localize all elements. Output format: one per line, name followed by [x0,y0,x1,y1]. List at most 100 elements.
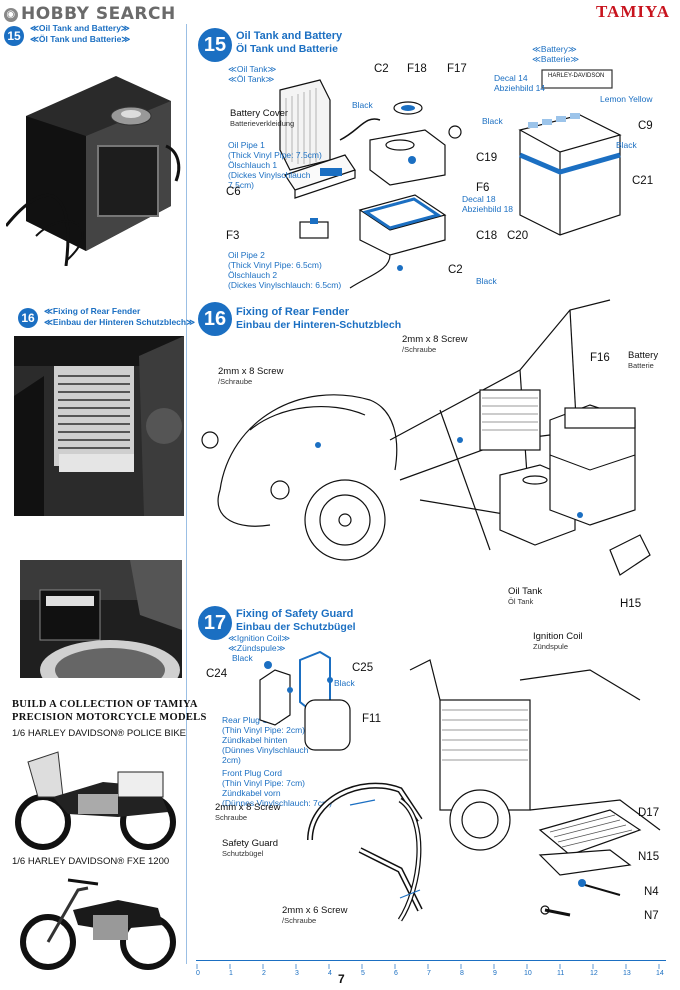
part-d17: D17 [638,807,660,819]
battery-cover-de: Batterieverkleidung [230,119,295,128]
step16-screw-a: 2mm x 8 Screw /Schraube [402,334,467,354]
step16-oil-tank-de: Öl Tank [508,597,534,606]
part-c20: C20 [507,230,529,242]
safety-guard-label: Safety Guard Schutzbügel [222,838,278,858]
step-15-badge: 15 [198,28,232,62]
guard-en: Safety Guard [222,838,278,849]
part-c2-bottom: C2 [448,264,463,276]
decal-18-label: Decal 18 Abziehbild 18 [462,194,513,214]
rear-fender-photo [14,336,184,516]
black-label-2: Black [482,116,503,126]
ruler-10: 10 [524,970,532,977]
battery-decal-text: HARLEY-DAVIDSON [548,73,605,79]
watermark-text: HOBBY SEARCH [21,4,176,24]
step16-screw-a-en: 2mm x 8 Screw [402,334,468,345]
step-17-diagram [259,650,661,922]
part-c18: C18 [476,230,498,242]
step17-screw6-label: 2mm x 6 Screw /Schraube [282,905,347,925]
ruler-7: 7 [427,970,431,977]
step-15-subtitle: Öl Tank und Batterie [236,43,338,55]
watermark: ◉HOBBY SEARCH [4,4,176,24]
ruler-ticks [196,956,666,969]
oil-pipe-2-line-2: (Thick Vinyl Pipe: 6.5cm) [228,260,322,270]
side-step-15-title: ≪Oil Tank and Battery≫ ≪Öl Tank und Batt… [30,23,130,45]
step16-battery-en: Battery [628,350,659,361]
ruler-11: 11 [557,970,565,977]
side-step-16-badge: 16 [18,308,38,328]
decal-14-de: Abziehbild 14 [494,83,546,93]
oil-pipe-1-de-2: (Dickes Vinylschlauch [228,170,311,180]
screw6-de: /Schraube [282,916,317,925]
front-cord-de-2: (Dünnes Vinylschlauch: 7cm) [222,798,332,808]
front-cord-2: (Thin Vinyl Pipe: 7cm) [222,778,305,788]
part-f6: F6 [476,182,490,194]
battery-de: ≪Batterie≫ [532,54,580,64]
step-16-subtitle: Einbau der Hinteren-Schutzblech [236,319,402,331]
column-divider [186,24,187,964]
battery-heading: ≪Battery≫ ≪Batterie≫ [532,44,579,64]
oil-pipe-1-label: Oil Pipe 1 (Thick Vinyl Pipe: 7.5cm) Öls… [228,140,322,190]
front-cord-de-1: Zündkabel vorn [222,788,281,798]
side-16-de: ≪Einbau der Hinteren Schutzblech≫ [44,317,195,327]
front-plug-cord-label: Front Plug Cord (Thin Vinyl Pipe: 7cm) Z… [222,768,332,808]
decal-18-de: Abziehbild 18 [462,204,514,214]
oil-pipe-2-label: Oil Pipe 2 (Thick Vinyl Pipe: 6.5cm) Öls… [228,250,341,290]
page-number: 7 [338,972,345,986]
part-c24: C24 [206,668,228,680]
part-n15: N15 [638,851,660,863]
step-15-diagram [279,69,622,289]
ruler-13: 13 [623,970,631,977]
step16-screw-b: 2mm x 8 Screw /Schraube [218,366,283,386]
oil-pipe-1-line-1: Oil Pipe 1 [228,140,265,150]
step16-battery-label: Battery Batterie [628,350,658,370]
part-c25: C25 [352,662,374,674]
screw6-en: 2mm x 6 Screw [282,905,348,916]
step-17-subtitle: Einbau der Schutzbügel [236,621,356,633]
collection-line-2: PRECISION MOTORCYCLE MODELS [12,712,207,723]
model-fxe-label: 1/6 HARLEY DAVIDSON® FXE 1200 [12,856,170,867]
ign-coil-label-de: Zündspule [533,642,569,651]
rear-cord-2: (Thin Vinyl Pipe: 2cm) [222,725,305,735]
step16-oil-tank-en: Oil Tank [508,586,543,597]
step16-battery-de: Batterie [628,361,654,370]
brand-logo: TAMIYA [595,2,670,21]
oil-pipe-1-line-2: (Thick Vinyl Pipe: 7.5cm) [228,150,322,160]
step16-screw-b-de: /Schraube [218,377,253,386]
ruler-6: 6 [394,970,398,977]
hobby-search-logo-icon: ◉ [4,8,18,22]
ignition-coil-heading: ≪Ignition Coil≫ ≪Zündspule≫ [228,633,290,653]
oil-pipe-2-de-1: Ölschlauch 2 [228,270,278,280]
side-15-de: ≪Öl Tank und Batterie≫ [30,34,131,44]
front-cord-1: Front Plug Cord [222,768,282,778]
black-label-4: Black [616,140,637,150]
black-label-3: Black [476,276,497,286]
police-bike-photo [8,742,184,852]
rear-cord-de-3: 2cm) [222,755,241,765]
part-c9: C9 [638,120,653,132]
part-f18: F18 [407,63,427,75]
step-16-diagram [201,299,651,576]
step-15-title: Oil Tank and Battery [236,30,343,42]
step-17-title: Fixing of Safety Guard [236,608,354,620]
rear-cord-de-2: (Dünnes Vinylschlauch [222,745,309,755]
part-f11: F11 [362,713,381,725]
decal-14-en: Decal 14 [494,73,528,83]
ruler-5: 5 [361,970,365,977]
side-15-en: ≪Oil Tank and Battery≫ [30,23,130,33]
step17-screw8-label: 2mm x 8 Screw Schraube [215,802,280,822]
collection-heading: BUILD A COLLECTION OF TAMIYA PRECISION M… [12,698,207,724]
oil-tank-photo [4,56,184,267]
step16-screw-b-en: 2mm x 8 Screw [218,366,284,377]
step-17-badge: 17 [198,606,232,640]
part-c6: C6 [226,186,241,198]
oil-pipe-2-de-2: (Dickes Vinylschlauch: 6.5cm) [228,280,342,290]
ruler-4: 4 [328,970,332,977]
ruler-1: 1 [229,970,233,977]
decal-14-label: Decal 14 Abziehbild 14 [494,73,545,93]
collection-line-1: BUILD A COLLECTION OF TAMIYA [12,699,198,710]
screw8-de: Schraube [215,813,248,822]
ruler-bar [196,960,666,961]
part-f3: F3 [226,230,240,242]
ign-coil-label-en: Ignition Coil [533,631,583,642]
guard-de: Schutzbügel [222,849,264,858]
